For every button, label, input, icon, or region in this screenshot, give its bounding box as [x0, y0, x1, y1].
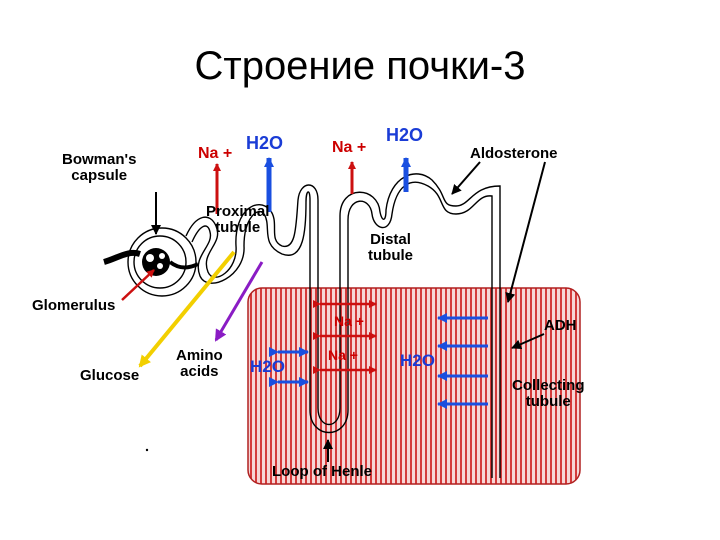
na-label-top-left: Na + [198, 145, 233, 162]
h2o-label-collecting: H2O [400, 351, 435, 370]
h2o-label-top-left: H2O [246, 133, 284, 153]
distal-line-1: Distal [370, 231, 411, 248]
aldosterone-label: Aldosterone [470, 145, 558, 162]
amino-acids-label: Amino acids [176, 348, 223, 380]
dot-marker [145, 448, 149, 452]
adh-pointer [511, 333, 545, 349]
bowmans-capsule-line-2: capsule [71, 166, 128, 184]
distal-line-2: tubule [368, 246, 413, 264]
na-exchange-arrows [313, 300, 377, 374]
h2o-loop-arrows [269, 347, 309, 387]
h2o-label-loop: H2O [250, 357, 285, 376]
glomerulus-label: Glomerulus [32, 297, 116, 314]
h2o-label-top-right: H2O [386, 125, 424, 145]
loop-of-henle-label: Loop of Henle [272, 463, 372, 480]
adh-label: ADH [544, 317, 577, 334]
collecting-tubule-label: Collecting tubule [512, 378, 585, 410]
amino-acids-arrow [214, 261, 264, 342]
na-label-medulla-upper: Na + [334, 313, 364, 329]
amino-line-2: acids [180, 362, 219, 380]
slide-title: Строение почки-3 [194, 44, 526, 88]
distal-tubule-label: Distal tubule [368, 232, 413, 264]
proximal-line-2: tubule [215, 218, 261, 236]
proximal-line-1: Proximal [206, 203, 270, 220]
glomerulus-tuft [103, 248, 199, 276]
bowmans-capsule-line-1: Bowman's [62, 151, 137, 168]
amino-line-1: Amino [176, 347, 223, 364]
collecting-pointer [505, 161, 546, 303]
collecting-line-2: tubule [525, 392, 571, 410]
nephron-tubule [127, 173, 501, 478]
glucose-label: Glucose [80, 367, 140, 384]
collecting-line-1: Collecting [512, 377, 585, 394]
na-label-top-right: Na + [332, 139, 367, 156]
proximal-tubule-label: Proximal tubule [206, 204, 269, 236]
na-label-medulla-lower: Na + [328, 347, 358, 363]
glucose-arrow [138, 250, 236, 368]
bowmans-capsule-label: Bowman's capsule [62, 152, 136, 184]
glomerulus-pointer [121, 269, 155, 301]
h2o-collecting-arrows [437, 313, 488, 409]
aldosterone-pointer [451, 161, 481, 195]
